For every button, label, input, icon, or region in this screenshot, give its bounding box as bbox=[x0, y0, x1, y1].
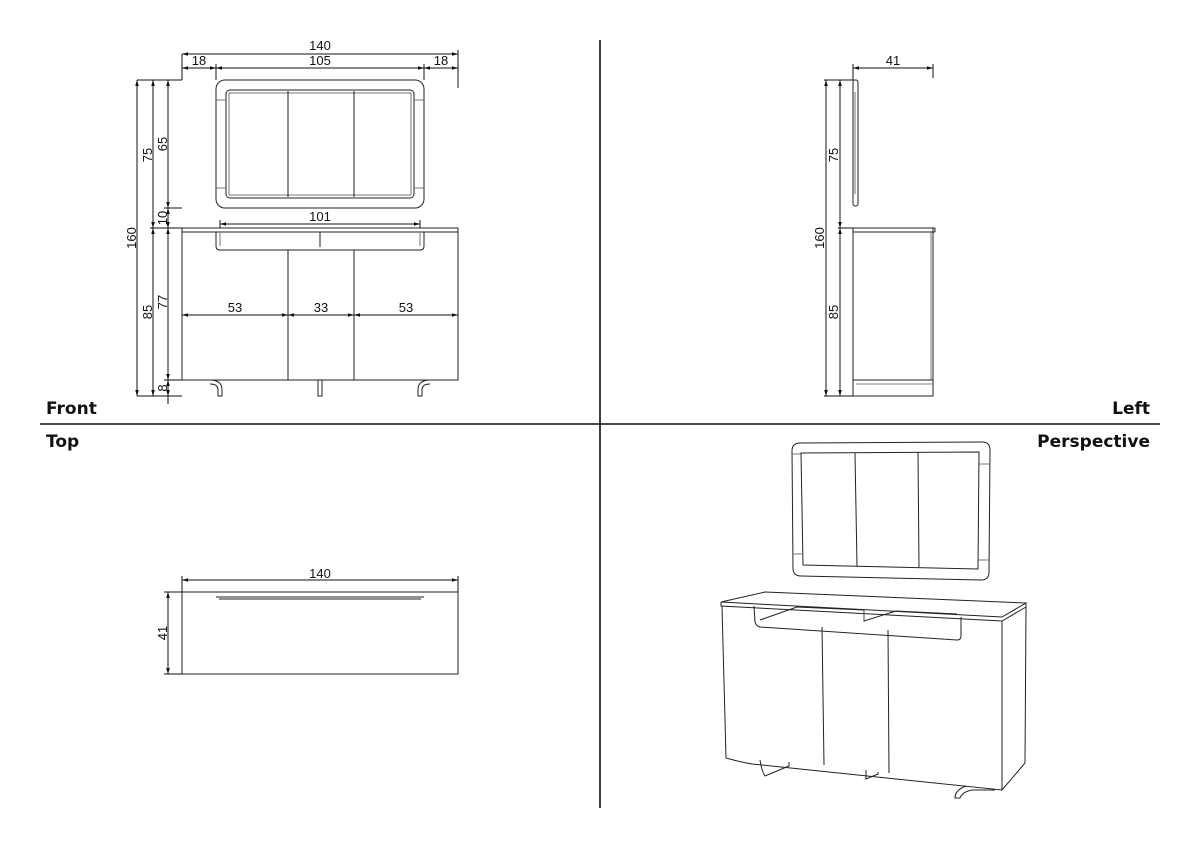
dim-door-middle: 33 bbox=[314, 300, 328, 315]
perspective-right-leg bbox=[954, 785, 995, 799]
dim-left-total-height: 160 bbox=[812, 227, 827, 249]
left-mirror bbox=[852, 79, 859, 207]
right-leg bbox=[417, 379, 431, 397]
dim-cabinet-height: 85 bbox=[140, 305, 155, 319]
top-view: 140 41 bbox=[155, 566, 459, 675]
dim-total-width: 140 bbox=[309, 38, 331, 53]
dim-leg-height: 8 bbox=[155, 384, 170, 391]
dim-total-height: 160 bbox=[124, 227, 139, 249]
middle-leg bbox=[317, 380, 323, 397]
front-cabinet bbox=[181, 227, 459, 397]
perspective-left-leg bbox=[759, 759, 790, 777]
perspective-cabinet bbox=[720, 591, 1028, 799]
dim-shelf-width: 101 bbox=[309, 209, 331, 224]
perspective-mirror bbox=[791, 441, 991, 581]
dim-door-left: 53 bbox=[228, 300, 242, 315]
dim-side-right: 18 bbox=[434, 53, 448, 68]
left-view-label: Left bbox=[1112, 399, 1150, 419]
left-leg bbox=[209, 379, 223, 397]
dim-side-left: 18 bbox=[192, 53, 206, 68]
dim-door-right: 53 bbox=[399, 300, 413, 315]
top-view-label: Top bbox=[46, 432, 79, 452]
dim-mirror-zone-height: 75 bbox=[140, 148, 155, 162]
dim-mirror-height: 65 bbox=[155, 137, 170, 151]
dim-top-width: 140 bbox=[309, 566, 331, 581]
front-view: 140 18 105 18 101 53 33 53 160 75 85 65 … bbox=[124, 38, 459, 404]
left-cabinet bbox=[852, 227, 936, 397]
top-outline bbox=[181, 591, 459, 675]
dim-mirror-width: 105 bbox=[309, 53, 331, 68]
left-view: 41 160 75 85 bbox=[812, 53, 936, 397]
perspective-view-label: Perspective bbox=[1037, 432, 1150, 452]
front-view-label: Front bbox=[46, 399, 97, 419]
dim-depth: 41 bbox=[886, 53, 900, 68]
dim-top-depth: 41 bbox=[155, 626, 170, 640]
dim-body-height: 77 bbox=[155, 295, 170, 309]
dim-left-mirror-zone: 75 bbox=[826, 148, 841, 162]
perspective-middle-leg bbox=[865, 770, 879, 780]
front-mirror bbox=[215, 79, 425, 209]
dim-gap: 10 bbox=[155, 211, 170, 225]
dim-left-cabinet-height: 85 bbox=[826, 305, 841, 319]
perspective-view bbox=[720, 441, 1028, 799]
